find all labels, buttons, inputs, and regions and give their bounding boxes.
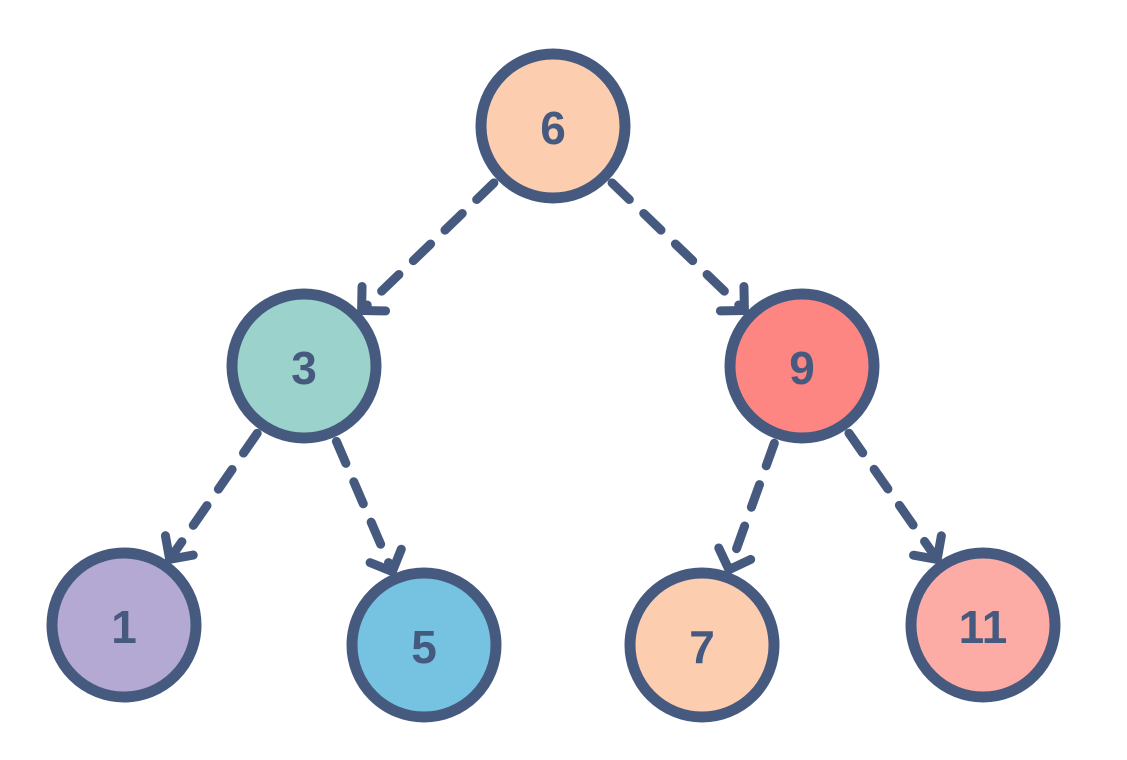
node-value-label: 9: [789, 342, 815, 394]
node-circle: [905, 547, 1061, 703]
node-value-label: 7: [689, 621, 715, 673]
tree-node-6: 6: [475, 48, 631, 204]
node-value-label: 11: [959, 601, 1008, 653]
edge-dashed-line: [844, 428, 942, 564]
tree-node-7: 7: [624, 567, 780, 723]
node-circle: [346, 567, 502, 723]
node-value-label: 1: [111, 601, 137, 653]
edge-3-to-1: [160, 428, 262, 564]
edge-dashed-line: [607, 178, 749, 315]
edge-9-to-11: [844, 428, 946, 564]
tree-node-3: 3: [226, 288, 382, 444]
tree-node-1: 1: [46, 547, 202, 703]
node-circle: [475, 48, 631, 204]
edges-layer: [160, 178, 946, 577]
arrowhead-icon: [714, 543, 756, 575]
edge-9-to-7: [714, 438, 779, 575]
arrowhead-icon: [715, 281, 749, 316]
edge-dashed-line: [165, 428, 262, 564]
edge-dashed-line: [724, 438, 779, 575]
edge-6-to-3: [357, 178, 499, 316]
node-circle: [46, 547, 202, 703]
edge-3-to-5: [331, 436, 406, 577]
edge-6-to-9: [607, 178, 749, 316]
node-circle: [724, 288, 880, 444]
node-circle: [624, 567, 780, 723]
tree-node-5: 5: [346, 567, 502, 723]
edge-dashed-line: [357, 178, 499, 315]
arrowhead-icon: [909, 531, 946, 564]
node-value-label: 3: [291, 342, 317, 394]
node-circle: [226, 288, 382, 444]
tree-node-9: 9: [724, 288, 880, 444]
edge-dashed-line: [331, 436, 397, 577]
arrowhead-icon: [160, 531, 198, 564]
tree-node-11: 11: [905, 547, 1061, 703]
node-value-label: 6: [540, 102, 566, 154]
node-value-label: 5: [411, 621, 437, 673]
arrowhead-icon: [357, 281, 391, 316]
arrowhead-icon: [365, 544, 406, 577]
